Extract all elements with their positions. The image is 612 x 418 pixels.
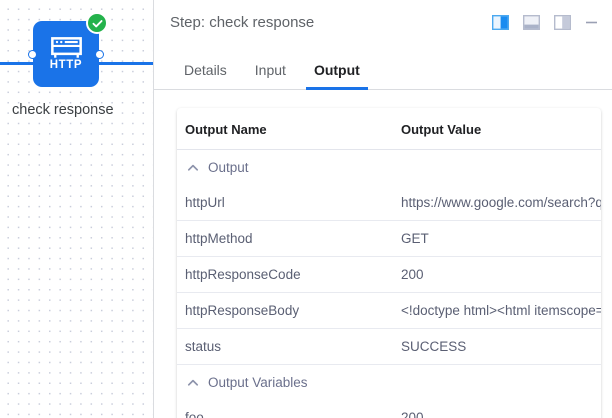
split-left-panel-icon[interactable] (491, 14, 510, 30)
output-value: GET (393, 220, 601, 257)
page-title: Step: check response (170, 13, 315, 31)
output-name: httpResponseCode (177, 256, 393, 293)
output-value: SUCCESS (393, 328, 601, 365)
output-name: status (177, 328, 393, 365)
check-circle-icon (86, 12, 108, 34)
table-row[interactable]: httpResponseCode 200 (177, 256, 601, 293)
output-name: httpResponseBody (177, 292, 393, 329)
output-name: httpMethod (177, 220, 393, 257)
node-body[interactable]: HTTP (28, 12, 108, 87)
minimize-icon[interactable] (585, 16, 598, 29)
tab-details[interactable]: Details (184, 62, 227, 78)
http-browser-icon (50, 36, 82, 59)
output-value: 200 (401, 410, 424, 418)
node-input-port[interactable] (28, 49, 37, 59)
panel-tabs: Details Input Output (154, 44, 612, 90)
output-table-card: Output Name Output Value (177, 108, 601, 418)
table-group-row-output[interactable]: Output (177, 150, 601, 186)
output-value: <!doctype html><html itemscope=" (393, 292, 601, 329)
output-name: foo (185, 410, 204, 418)
output-value: 200 (393, 256, 601, 293)
workflow-canvas[interactable]: HTTP check response (0, 0, 153, 418)
table-body: Output httpUrl https://www.google.com/se… (177, 150, 601, 418)
column-header-output-value: Output Value (393, 108, 601, 150)
panel-header: Step: check response (154, 0, 612, 44)
table-head: Output Name Output Value (177, 108, 601, 150)
node-name-label: check response (12, 102, 114, 118)
bottom-panel-icon[interactable] (522, 14, 541, 30)
workflow-node-check-response[interactable]: HTTP (28, 12, 108, 87)
step-details-panel: Step: check response (153, 0, 612, 418)
table-row[interactable]: httpUrl https://www.google.com/search?q= (177, 185, 601, 221)
node-output-port[interactable] (95, 49, 104, 59)
table-row[interactable]: status SUCCESS (177, 328, 601, 365)
chevron-up-icon[interactable] (187, 377, 199, 389)
output-name: httpUrl (177, 185, 393, 221)
node-type-label: HTTP (49, 58, 83, 71)
group-label: Output (208, 160, 249, 175)
tab-input[interactable]: Input (254, 62, 286, 78)
table-group-row-output-variables[interactable]: Output Variables (177, 365, 601, 401)
group-label: Output Variables (208, 375, 308, 390)
group-cell[interactable]: Output Variables (177, 365, 601, 401)
chevron-up-icon[interactable] (187, 162, 199, 174)
table-row[interactable]: httpMethod GET (177, 220, 601, 257)
panel-body: Output Name Output Value (154, 90, 612, 418)
table-header-row: Output Name Output Value (177, 108, 601, 150)
panel-header-actions (491, 14, 598, 30)
output-value: https://www.google.com/search?q= (393, 185, 601, 221)
table-row[interactable]: foo 200 (177, 400, 601, 418)
column-header-output-name: Output Name (177, 108, 393, 150)
table-row[interactable]: httpResponseBody <!doctype html><html it… (177, 292, 601, 329)
tab-output[interactable]: Output (300, 62, 374, 90)
output-table: Output Name Output Value (177, 108, 601, 418)
split-right-panel-icon[interactable] (553, 14, 572, 30)
group-cell[interactable]: Output (177, 150, 601, 186)
